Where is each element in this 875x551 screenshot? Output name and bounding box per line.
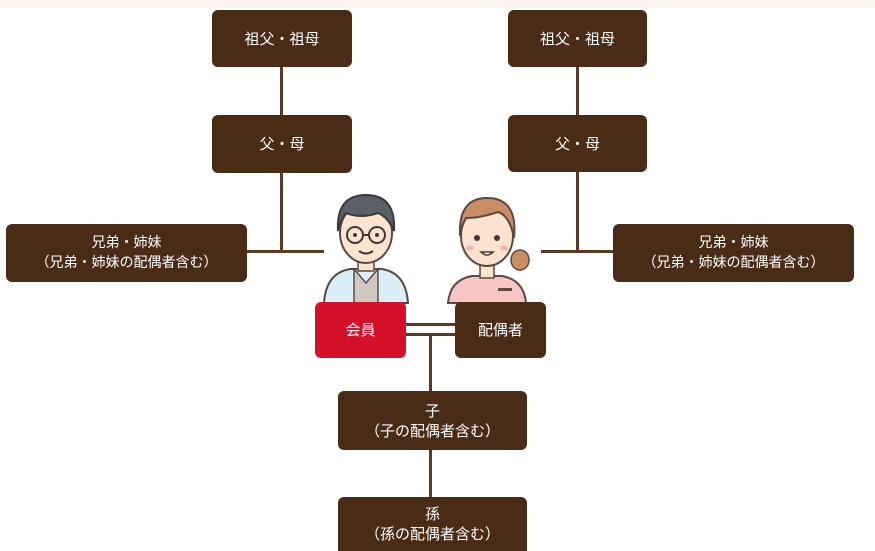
connector-right-sibling — [541, 250, 615, 253]
parents-right-label: 父・母 — [554, 134, 600, 153]
grandchild-box: 孫 （孫の配偶者含む） — [338, 497, 527, 551]
man-with-glasses-icon — [322, 193, 410, 304]
siblings-left-box: 兄弟・姉妹 （兄弟・姉妹の配偶者含む） — [6, 224, 247, 282]
parents-left-label: 父・母 — [259, 135, 305, 153]
grandchild-line1: 孫 — [424, 505, 440, 523]
connector-left-sibling — [246, 250, 324, 253]
member-box: 会員 — [315, 302, 406, 358]
grandparents-left-label: 祖父・祖母 — [244, 29, 320, 48]
connector-grandchild-vertical — [429, 449, 432, 499]
spouse-label: 配偶者 — [477, 321, 523, 339]
child-line2: （子の配偶者含む） — [364, 421, 500, 440]
siblings-left-line2: （兄弟・姉妹の配偶者含む） — [35, 255, 218, 271]
top-band — [0, 0, 875, 8]
grandchild-line2: （孫の配偶者含む） — [364, 525, 500, 543]
spouse-box: 配偶者 — [455, 302, 546, 358]
siblings-right-box: 兄弟・姉妹 （兄弟・姉妹の配偶者含む） — [613, 224, 854, 282]
child-line1: 子 — [424, 401, 440, 420]
grandparents-left-box: 祖父・祖母 — [212, 10, 352, 67]
marriage-line-top — [404, 323, 459, 326]
parents-left-box: 父・母 — [212, 115, 352, 173]
member-label: 会員 — [345, 321, 376, 339]
siblings-right-line1: 兄弟・姉妹 — [698, 235, 769, 251]
marriage-line-bottom — [404, 333, 459, 336]
siblings-left-line1: 兄弟・姉妹 — [91, 235, 162, 251]
grandparents-right-box: 祖父・祖母 — [508, 10, 647, 67]
siblings-right-line2: （兄弟・姉妹の配偶者含む） — [642, 255, 825, 271]
grandparents-right-label: 祖父・祖母 — [539, 29, 615, 48]
woman-with-ponytail-icon — [446, 196, 530, 304]
connector-child-vertical — [429, 336, 432, 392]
child-box: 子 （子の配偶者含む） — [338, 391, 527, 450]
parents-right-box: 父・母 — [508, 115, 647, 172]
